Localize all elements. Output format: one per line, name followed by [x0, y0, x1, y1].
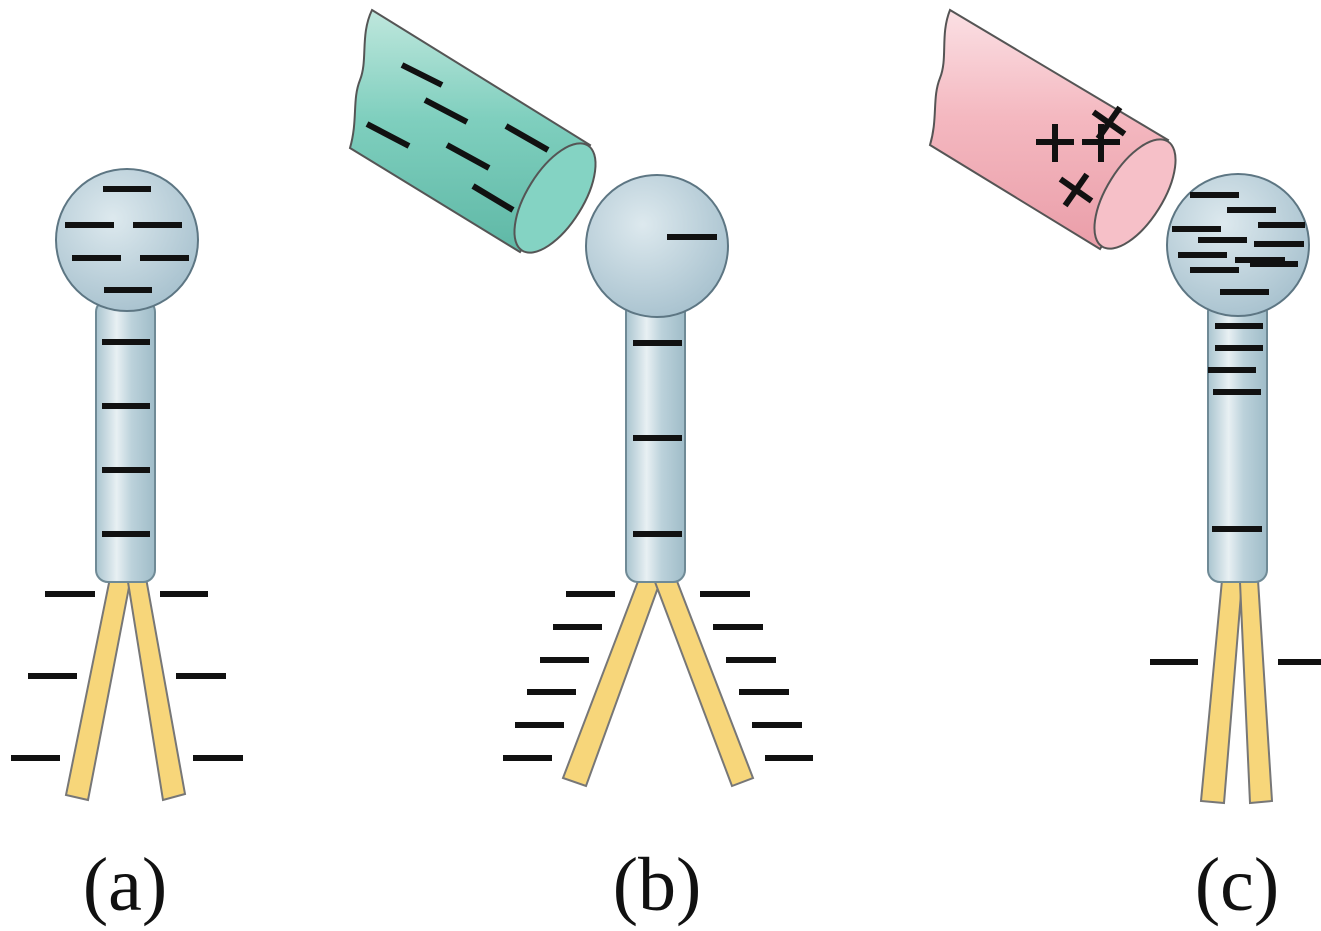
leaf-charges — [11, 591, 243, 761]
right-leaf — [126, 576, 187, 802]
panel-label-c: (c) — [1195, 843, 1279, 927]
stem — [1207, 299, 1268, 583]
rod-charges — [365, 62, 550, 213]
panel-label-b: (b) — [613, 843, 702, 927]
leaves-b — [561, 574, 755, 788]
left-leaf — [1199, 578, 1244, 805]
left-leaf — [561, 574, 662, 788]
leaves-c — [1199, 578, 1274, 805]
panel-c: (c) — [928, 8, 1321, 927]
ball-charges — [1172, 192, 1305, 295]
negative-rod — [348, 8, 597, 254]
plus-sign — [1036, 124, 1074, 162]
panel-b: (b) — [348, 8, 813, 927]
panel-a: (a) — [11, 168, 243, 927]
ball — [55, 168, 199, 312]
right-leaf — [653, 574, 755, 788]
leaf-charges — [503, 591, 813, 761]
rod-charges — [1036, 105, 1127, 208]
stem-charges — [633, 340, 682, 537]
plus-sign — [1091, 105, 1127, 141]
plus-sign — [1058, 172, 1094, 208]
ball — [585, 174, 729, 318]
positive-rod — [928, 8, 1177, 251]
stem-charges — [1208, 323, 1263, 532]
stem-charges — [102, 339, 150, 537]
leaves-a — [64, 576, 187, 802]
right-leaf — [1238, 578, 1274, 805]
left-leaf — [64, 576, 132, 802]
rod-end — [1093, 138, 1177, 250]
rod-end — [513, 142, 597, 254]
ball-charges — [65, 186, 189, 293]
panel-label-a: (a) — [83, 843, 167, 927]
